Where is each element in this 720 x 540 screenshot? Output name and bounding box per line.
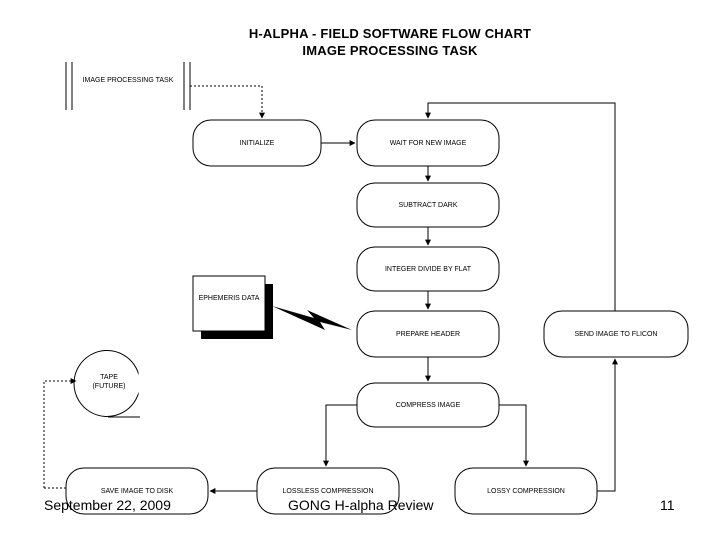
wait-label: WAIT FOR NEW IMAGE <box>389 140 467 147</box>
footer-title: GONG H-alpha Review <box>288 497 434 513</box>
chart-title: H-ALPHA - FIELD SOFTWARE FLOW CHART <box>248 26 532 41</box>
initialize-label: INITIALIZE <box>239 140 275 147</box>
integer-divide-label: INTEGER DIVIDE BY FLAT <box>384 266 472 273</box>
lossy-to-send-connector <box>597 358 618 492</box>
lightning-bolt-icon <box>272 306 352 330</box>
chart-subtitle: IMAGE PROCESSING TASK <box>302 43 478 58</box>
compress-to-lossless-connector <box>323 404 357 467</box>
task-to-initialize-connector <box>190 85 265 119</box>
task-label: IMAGE PROCESSING TASK <box>82 77 174 84</box>
send-to-wait-connector <box>425 102 616 311</box>
prepare-header-label: PREPARE HEADER <box>395 331 461 338</box>
save-image-label: SAVE IMAGE TO DISK <box>100 488 174 495</box>
compress-to-lossy-connector <box>499 404 529 467</box>
page-number: 11 <box>660 497 675 513</box>
tape-label: TAPE (FUTURE) <box>92 374 126 390</box>
ephemeris-node <box>192 275 273 339</box>
send-image-label: SEND IMAGE TO FLICON <box>574 331 658 338</box>
compress-image-label: COMPRESS IMAGE <box>395 402 461 409</box>
task-node <box>65 62 191 110</box>
lossy-label: LOSSY COMPRESSION <box>487 488 565 495</box>
send-image-node <box>543 310 689 358</box>
save-image-node <box>65 467 209 515</box>
subtract-dark-label: SUBTRACT DARK <box>398 202 458 209</box>
footer-date: September 22, 2009 <box>44 497 171 513</box>
ephemeris-label: EPHEMERIS DATA <box>198 295 260 302</box>
lossless-label: LOSSLESS COMPRESSION <box>282 488 374 495</box>
save-to-tape-connector <box>43 378 77 488</box>
